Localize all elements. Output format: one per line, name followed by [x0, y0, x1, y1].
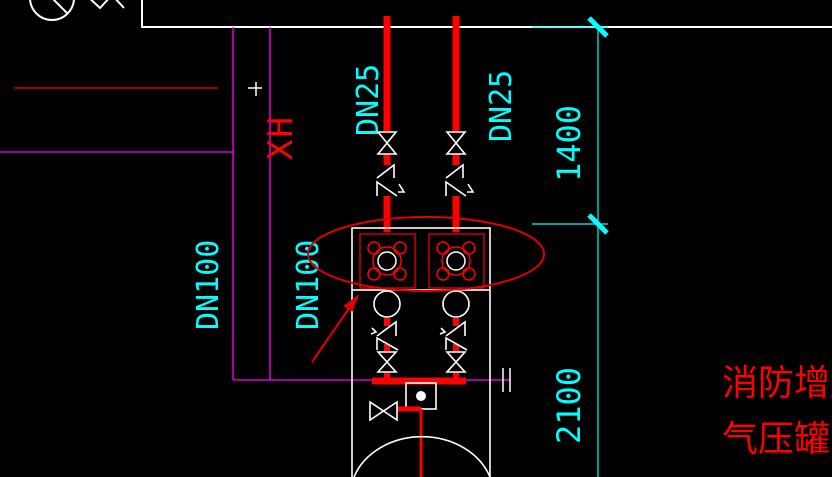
check-valve-lower-left	[370, 320, 399, 351]
dimension-ticks	[587, 16, 609, 235]
callout-ellipse	[307, 216, 545, 292]
callout-arrow	[311, 294, 360, 363]
gate-valve-lower-left	[376, 351, 398, 373]
dn25-label-left: DN25	[351, 64, 386, 136]
dn100-label-left: DN100	[191, 240, 226, 330]
note-text-line1: 消防增压	[722, 363, 832, 404]
pump-right	[428, 233, 485, 289]
red-pipes-dn25	[383, 16, 460, 232]
check-valve-upper-right	[445, 163, 475, 197]
dimension-1400: 1400	[550, 105, 588, 182]
pressure-tank-assembly	[353, 382, 491, 477]
flex-joint-right	[442, 290, 470, 318]
note-text-line2: 气压罐：	[722, 419, 832, 460]
xh-label: XH	[261, 115, 301, 160]
magenta-pipe-lines	[0, 27, 510, 381]
dimension-2100: 2100	[550, 367, 588, 444]
gate-valve-lower-right	[445, 351, 467, 373]
xh-break-symbol	[248, 82, 262, 96]
check-valve-upper-left	[376, 163, 406, 197]
gate-valve-upper-right	[445, 131, 467, 155]
flex-joint-left	[373, 290, 401, 318]
dn25-label-right: DN25	[484, 70, 519, 142]
pump-left	[359, 233, 416, 289]
building-outline-top	[141, 0, 832, 28]
pump-skid-frame	[351, 227, 491, 477]
header-end-cap	[502, 368, 511, 392]
partial-valve-symbol-top-left	[29, 0, 125, 21]
check-valve-lower-right	[439, 320, 468, 351]
gate-valve-upper-left	[376, 131, 398, 155]
